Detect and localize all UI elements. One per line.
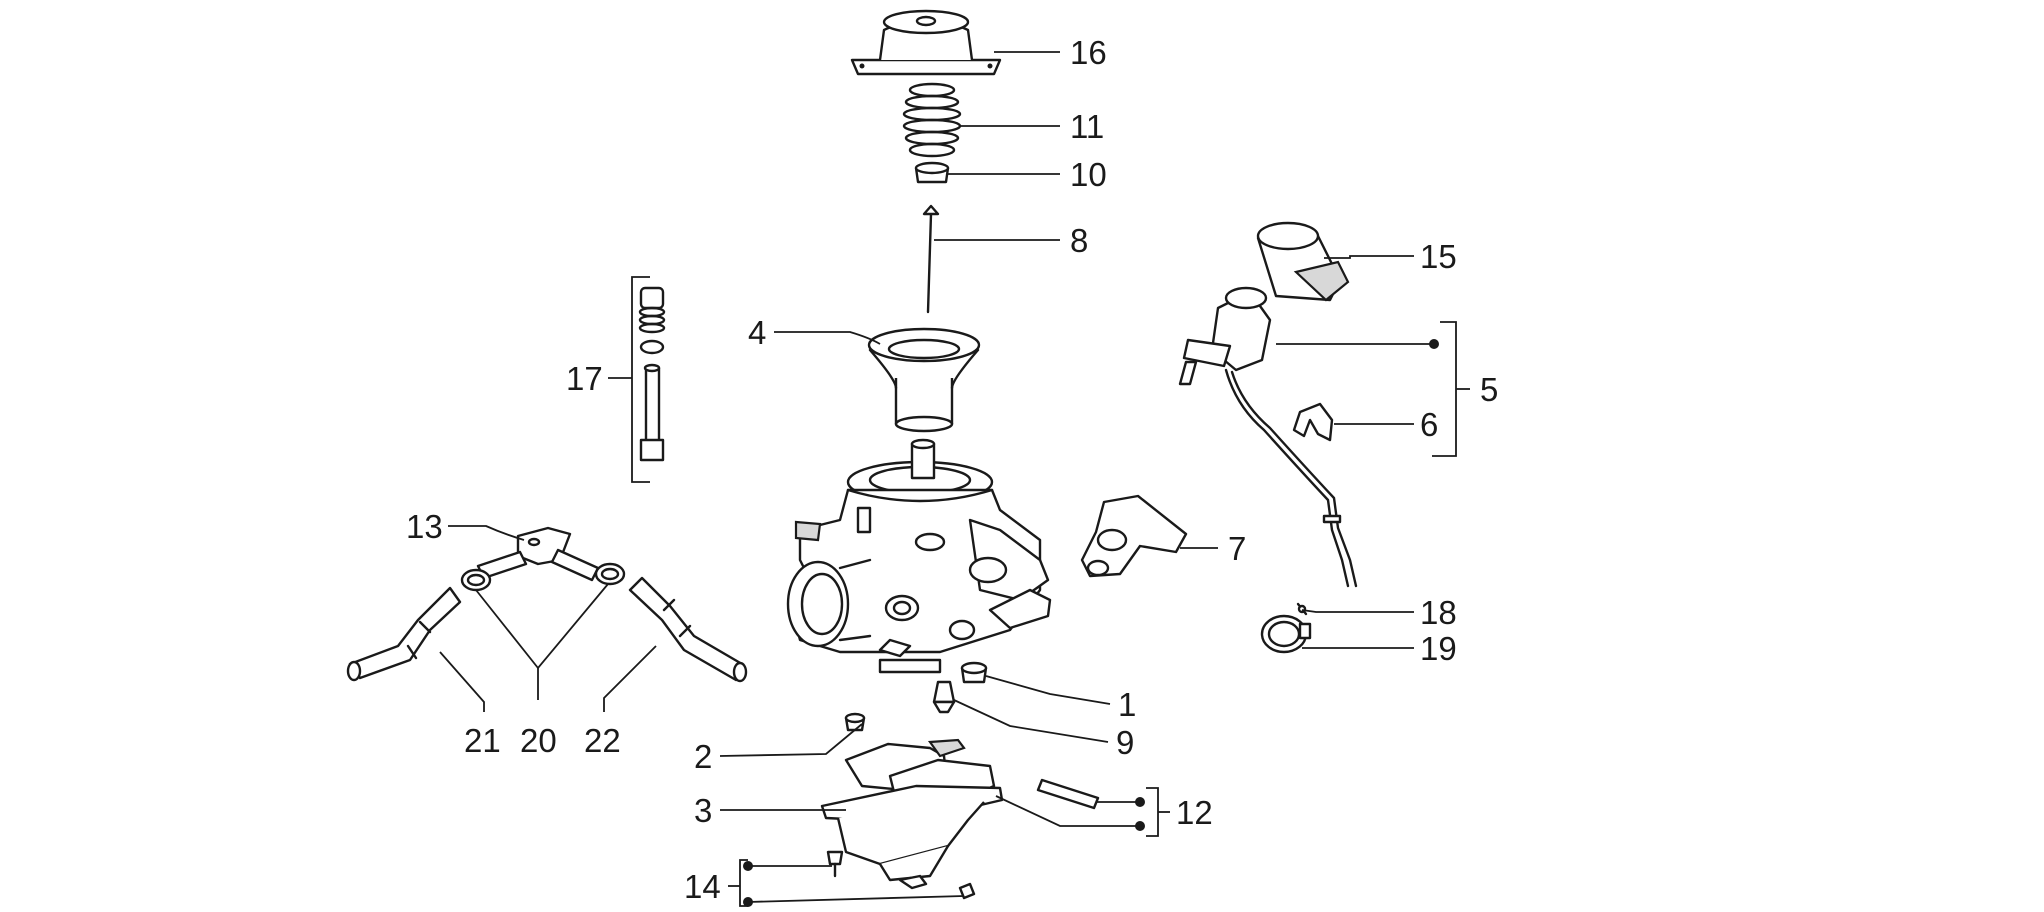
callout-14: 14 [684,868,721,905]
part-4-diaphragm-piston [867,327,981,433]
callout-9: 9 [1116,724,1134,761]
part-11-spring [902,82,962,158]
callout-5: 5 [1480,371,1498,408]
callout-10: 10 [1070,156,1107,193]
part-13-tee-fitting [476,526,600,582]
callout-16: 16 [1070,34,1107,71]
leader-dots [743,339,1439,907]
part-1-main-jet [960,661,988,684]
part-10-spring-seat [914,161,950,184]
callout-7: 7 [1228,530,1246,567]
callout-15: 15 [1420,238,1457,275]
callout-4: 4 [748,314,766,351]
callout-11: 11 [1070,108,1104,145]
part-20-hose-clamps [460,562,626,592]
part-5-auto-choke-assembly [1178,286,1358,588]
callout-labels: 16 11 10 8 4 17 15 5 6 7 13 18 19 1 9 21… [406,34,1498,905]
part-18-screw [1296,602,1308,616]
part-21-left-hose [346,586,462,682]
callout-17: 17 [566,360,603,397]
part-3-float-bowl [820,784,1004,890]
callout-2: 2 [694,738,712,775]
part-16-vacuum-chamber-cover [850,9,1002,76]
part-15-boot-cap [1256,221,1350,302]
callout-21: 21 [464,722,501,759]
part-19-clamp [1260,614,1312,654]
part-14-screws [826,850,976,900]
part-7-starter-cover [1080,494,1188,578]
part-2-pilot-jet [844,712,866,732]
callout-12: 12 [1176,794,1213,831]
callout-8: 8 [1070,222,1088,259]
callout-3: 3 [694,792,712,829]
part-9-float-needle [932,680,956,714]
callout-6: 6 [1420,406,1438,443]
part-8-jet-needle [922,204,940,314]
part-22-right-hose [628,576,748,683]
callout-22: 22 [584,722,621,759]
callout-20: 20 [520,722,557,759]
callout-19: 19 [1420,630,1457,667]
callout-13: 13 [406,508,443,545]
part-12-float-pin [1036,778,1100,810]
part-6-clip [1292,402,1334,442]
carburetor-body [786,438,1052,674]
callout-1: 1 [1118,686,1136,723]
callout-18: 18 [1420,594,1457,631]
leader-lines [439,51,1470,907]
part-17-idle-screw-set [631,276,666,483]
